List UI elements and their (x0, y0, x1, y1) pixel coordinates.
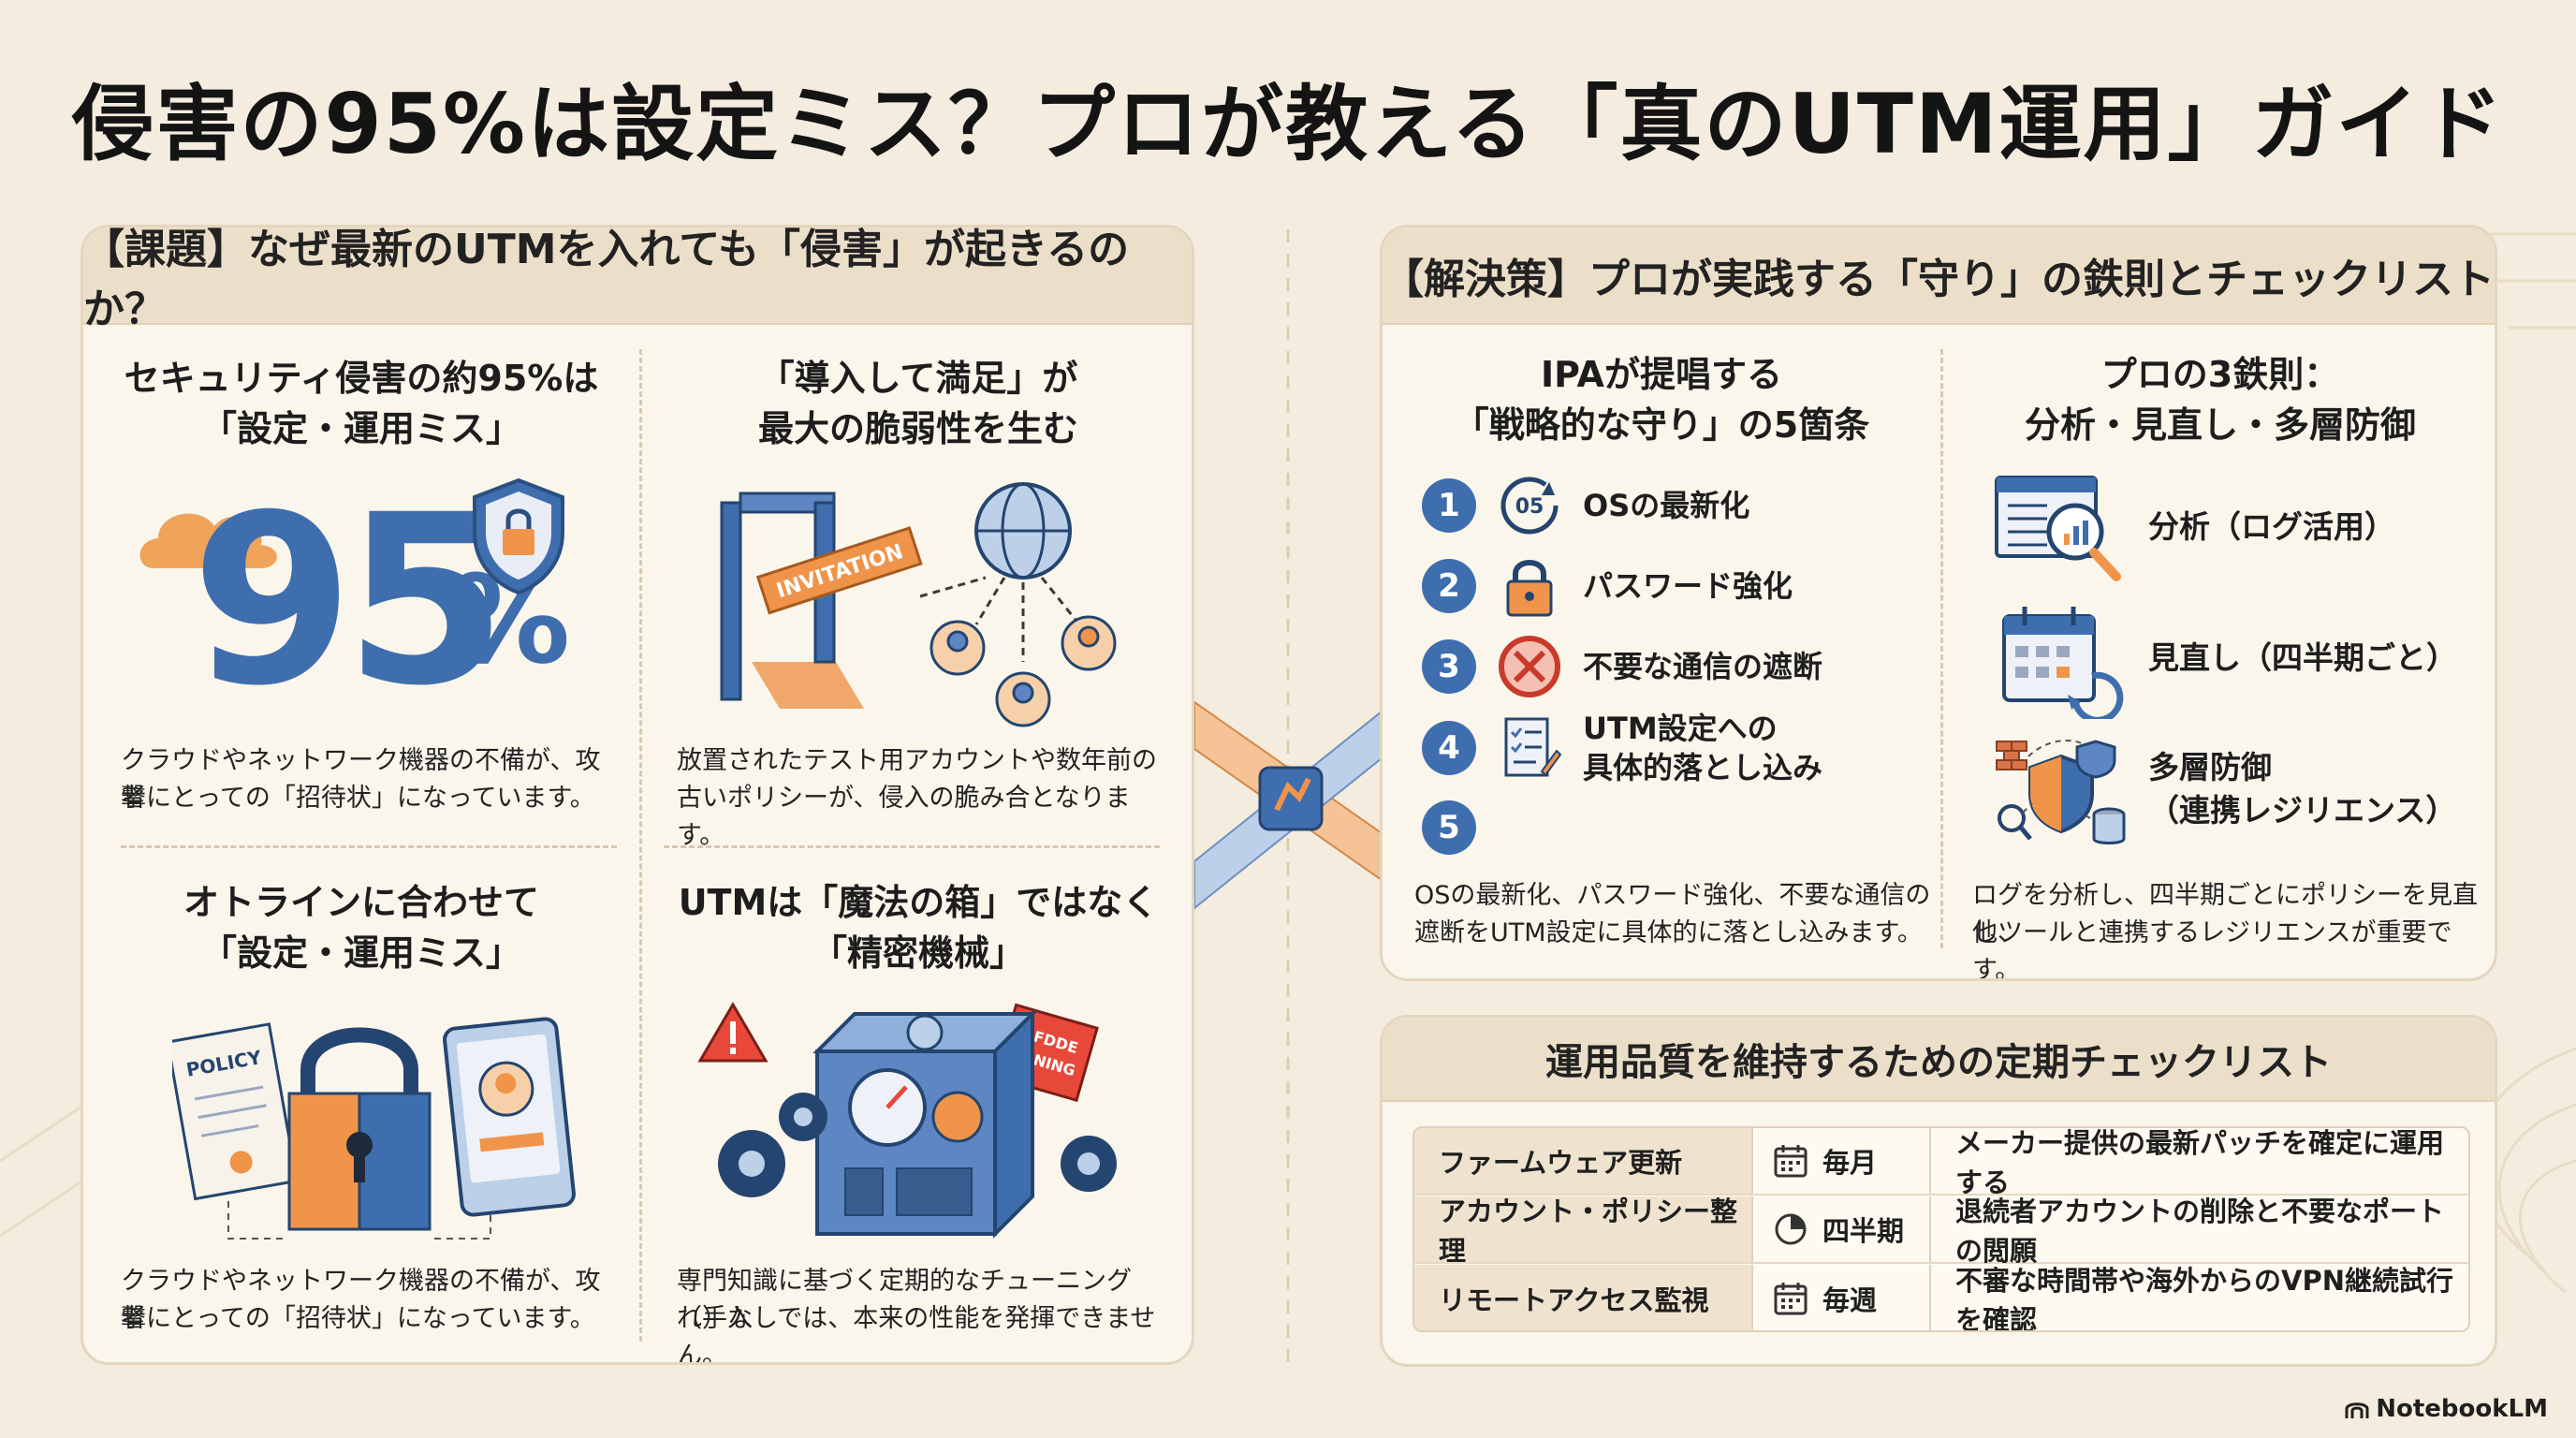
block-icon (1499, 636, 1560, 697)
rule-number: 5 (1422, 800, 1476, 855)
solution-panel: 【解決策】プロが実践する「守り」の鉄則とチェックリスト IPAが提唱する 「戦略… (1380, 225, 2497, 981)
padlock-icon (1506, 560, 1553, 617)
calendar-review-icon (2002, 607, 2124, 719)
notebooklm-icon (2345, 1402, 2369, 1418)
cell-desc-line: 者にとっての「招待状」になっています。 (121, 784, 595, 813)
check-item: アカウント・ポリシー整理 (1414, 1196, 1753, 1267)
stat-95: 95 (191, 464, 507, 737)
frequency-label: 毎週 (1822, 1284, 1878, 1316)
rule-text: OSの最新化 (1583, 488, 1750, 523)
cell-desc-line: 放置されたテスト用アカウントや数年前の (677, 746, 1157, 775)
pro-title-line: 分析・見直し・多層防御 (2024, 404, 2416, 446)
ipa-desc-line: OSの最新化、パスワード強化、不要な通信の (1414, 881, 1931, 910)
connector-ribbon-decoration (1194, 700, 1382, 910)
ipa-rule-2: 2 パスワード強化 (1422, 551, 1793, 621)
rule-number: 2 (1422, 559, 1476, 613)
pro-desc-line: 他ツールと連携するレジリエンスが重要です。 (1972, 918, 2452, 981)
cell-title-line: 最大の脆弱性を生む (757, 408, 1078, 449)
ipa-rule-4: 4 UTM設定への 具体的落とし込み (1422, 709, 1822, 787)
rule-text: パスワード強化 (1583, 568, 1793, 604)
problem-cell-95: セキュリティ侵害の約95%は 「設定・運用ミス」 95 % クラウドやネットワー… (83, 325, 639, 845)
pro-rule-text: 見直し（四半期ごと） (2148, 639, 2457, 676)
pro-rule-text: 多層防御 (2148, 749, 2272, 785)
check-frequency: 毎月 (1753, 1128, 1931, 1194)
solution-header: 【解決策】プロが実践する「守り」の鉄則とチェックリスト (1383, 227, 2495, 325)
os-update-icon: 05 (1500, 477, 1559, 535)
page-title: 侵害の95%は設定ミス？プロが教える「真のUTM運用」ガイド (71, 76, 2505, 172)
calendar-icon (1774, 1145, 1808, 1178)
cloud-icon (139, 513, 277, 568)
pro-desc-line: ログを分析し、四半期ごとにポリシーを見直し、 (1972, 881, 2478, 947)
checklist-header: 運用品質を維持するための定期チェックリスト (1383, 1018, 2495, 1102)
ipa-rule-3: 3 不要な通信の遮断 (1422, 632, 1822, 701)
cell-title-line: オトラインに合わせて (183, 882, 539, 923)
pro-title-line: プロの3鉄則： (2100, 354, 2340, 395)
cell-title-line: セキュリティ侵害の約95%は (124, 358, 599, 399)
ipa-title-line: 「戦略的な守り」の5箇条 (1453, 404, 1870, 446)
pro-rule-text: （連携レジリエンス） (2148, 792, 2457, 829)
policy-lock-tablet-illustration: POLICY (172, 1017, 576, 1240)
problem-panel: 【課題】なぜ最新のUTMを入れても「侵害」が起きるのか？ セキュリティ侵害の約9… (80, 225, 1194, 1365)
pie-clock-icon (1775, 1213, 1807, 1245)
rule-number: 1 (1422, 478, 1476, 533)
pro-rule-analysis: 分析（ログ活用） (1991, 466, 2395, 588)
cell-desc-line: クラウドやネットワーク機器の不備が、攻撃 (121, 1267, 601, 1333)
ipa-rule-5: 5 (1422, 800, 1476, 855)
cell-title-line: 「導入して満足」が (758, 358, 1078, 399)
machine-tuning-illustration: NFDDE TUNING (697, 1002, 1117, 1239)
rule-text: 具体的落とし込み (1583, 750, 1823, 785)
layered-defense-icon (1996, 740, 2126, 844)
rule-number: 3 (1422, 639, 1476, 694)
ipa-title-line: IPAが提唱する (1541, 354, 1782, 395)
problem-cell-precision: UTMは「魔法の箱」ではなく 「精密機械」 NFDDE TUNING 専 (639, 845, 1192, 1365)
pro-rule-text: 分析（ログ活用） (2148, 508, 2395, 545)
cell-title-line: 「設定・運用ミス」 (200, 408, 521, 449)
problem-header: 【課題】なぜ最新のUTMを入れても「侵害」が起きるのか？ (83, 227, 1192, 333)
ipa-desc-line: 遮断をUTM設定に具体的に落とし込みます。 (1414, 918, 1923, 947)
svg-text:05: 05 (1515, 495, 1544, 519)
problem-cell-settings: オトラインに合わせて 「設定・運用ミス」 POLICY (83, 845, 639, 1362)
cell-desc-line: 古いポリシーが、侵入の脆み合となります。 (677, 784, 1131, 850)
check-frequency: 四半期 (1753, 1196, 1931, 1262)
table-row: リモートアクセス監視 毎週 不審な時間帯や海外からのVPN継続試行を確認 (1414, 1265, 2468, 1330)
rule-text: UTM設定への (1583, 711, 1778, 746)
cell-title-line: 「精密機械」 (811, 932, 1025, 974)
check-frequency: 毎週 (1753, 1265, 1931, 1330)
cell-title-line: 「設定・運用ミス」 (200, 932, 521, 974)
pro-rule-layered: 多層防御 （連携レジリエンス） (1991, 728, 2456, 850)
rule-number: 4 (1422, 721, 1476, 775)
table-row: ファームウェア更新 毎月 メーカー提供の最新パッチを確定に運用する (1414, 1128, 2468, 1198)
frequency-label: 四半期 (1822, 1215, 1905, 1247)
log-analysis-icon (1995, 476, 2121, 581)
ipa-rule-1: 1 05 OSの最新化 (1422, 471, 1749, 540)
check-description: 不審な時間帯や海外からのVPN継続試行を確認 (1955, 1265, 2453, 1332)
brand-name: NotebookLM (2376, 1395, 2548, 1423)
checklist-table: ファームウェア更新 毎月 メーカー提供の最新パッチを確定に運用する アカウント・… (1412, 1126, 2470, 1332)
rule-text: 不要な通信の遮断 (1583, 649, 1823, 684)
check-description: メーカー提供の最新パッチを確定に運用する (1955, 1127, 2445, 1198)
cell-desc-line: れ）なしでは、本来の性能を発揮できません。 (677, 1304, 1156, 1365)
check-description: 退続者アカウントの削除と不要なポートの閲願 (1955, 1196, 2445, 1267)
brand-logo: NotebookLM (2344, 1395, 2548, 1423)
cell-desc-line: 者にとっての「招待状」になっています。 (121, 1304, 595, 1333)
checklist-panel: 運用品質を維持するための定期チェックリスト ファームウェア更新 毎月 メーカー提… (1380, 1015, 2497, 1367)
cell-desc-line: 専門知識に基づく定期的なチューニング（手入 (677, 1267, 1132, 1333)
open-door-illustration: INVITATION (720, 482, 1117, 727)
cell-desc-line: クラウドやネットワーク機器の不備が、攻撃 (121, 746, 601, 813)
checklist-icon (1504, 717, 1562, 777)
table-row: アカウント・ポリシー整理 四半期 退続者アカウントの削除と不要なポートの閲願 (1414, 1196, 2468, 1267)
problem-cell-satisfaction: 「導入して満足」が 最大の脆弱性を生む INVITATION 放置されたテス (639, 325, 1192, 850)
check-item: ファームウェア更新 (1414, 1128, 1753, 1194)
check-item: リモートアクセス監視 (1414, 1265, 1753, 1330)
calendar-icon (1774, 1283, 1808, 1315)
shield-lock-icon (473, 477, 564, 595)
cell-title-line: UTMは「魔法の箱」ではなく (678, 882, 1159, 923)
pro-rule-review: 見直し（四半期ごと） (1991, 597, 2457, 719)
frequency-label: 毎月 (1822, 1147, 1878, 1179)
